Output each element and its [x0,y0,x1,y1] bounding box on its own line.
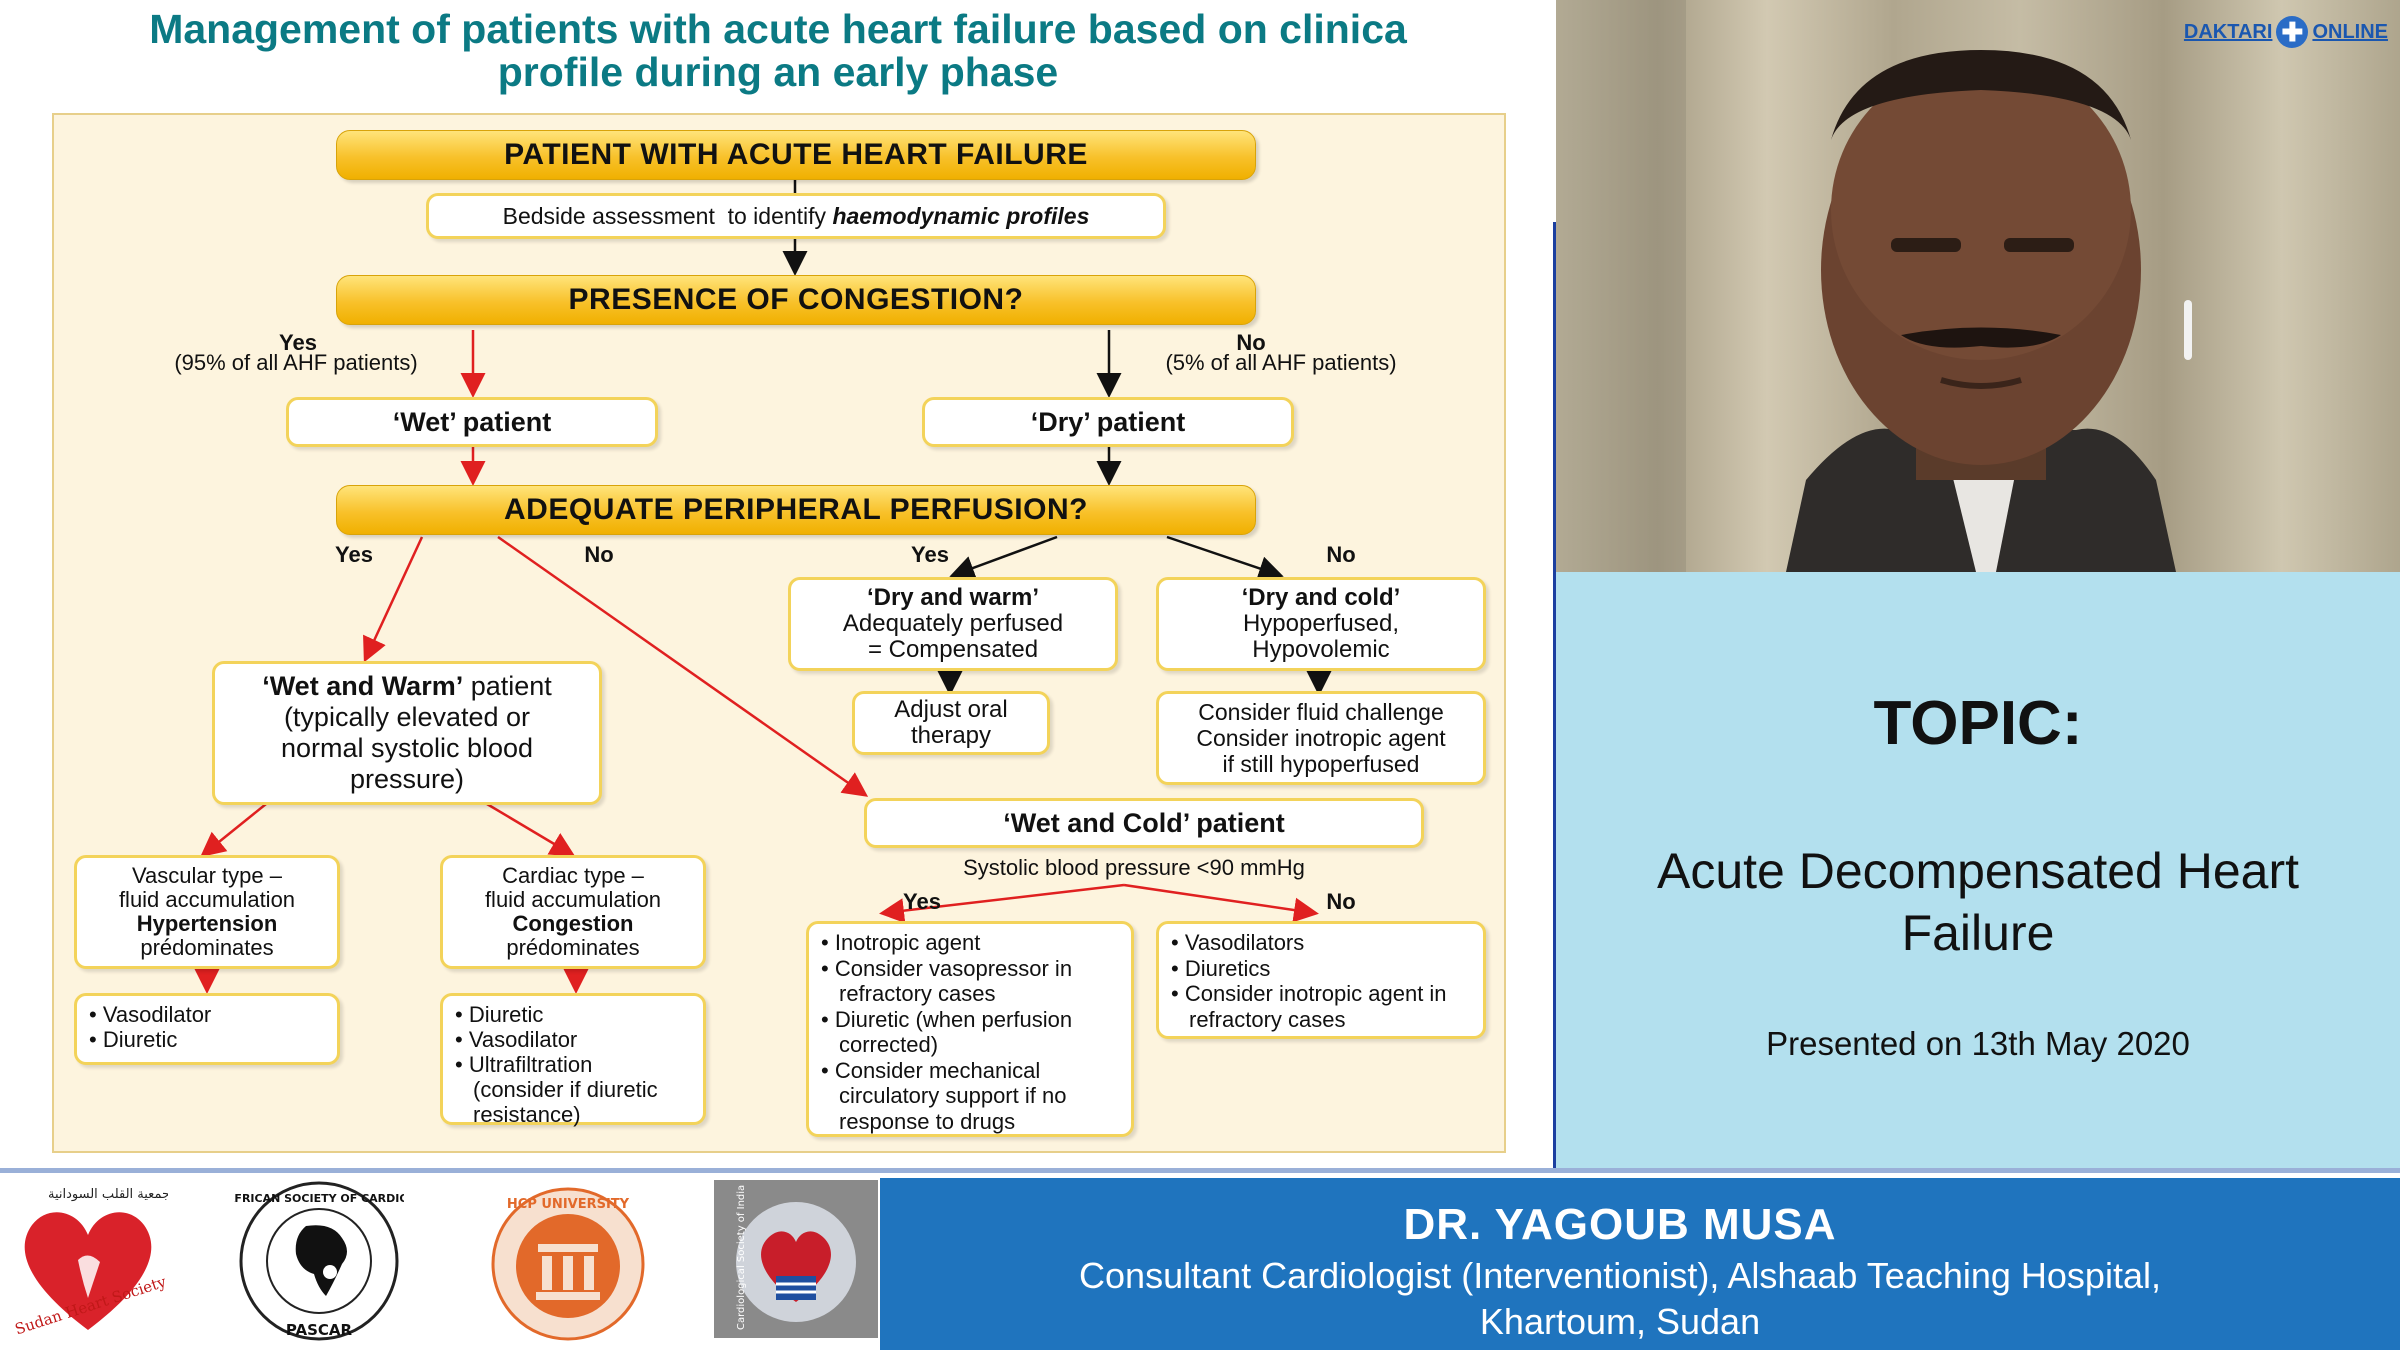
box-consider-fluid: Consider fluid challenge Consider inotro… [1156,691,1486,785]
label-wc-yes: Yes [903,889,941,914]
pascar-ring-text: PAN-AFRICAN SOCIETY OF CARDIOLOGY [234,1192,404,1205]
list-item: Diuretic [455,1002,548,1027]
flowchart: PATIENT WITH ACUTE HEART FAILURE Bedside… [52,113,1506,1153]
label-no-congestion: No [1236,330,1266,355]
arrow-red [200,803,267,858]
presenter-name: DR. YAGOUB MUSA [1403,1200,1837,1249]
label-no-share: (5% of all AHF patients) [1165,350,1397,375]
arrow [949,535,1058,580]
box-wet-cold-no-treatment: Vasodilators Diuretics Consider inotropi… [1156,921,1486,1039]
arrow-red [486,802,576,857]
presenter-video-frame [1556,0,2400,572]
presented-date: Presented on 13th May 2020 [1766,1025,2190,1062]
arrow-red [497,535,869,797]
presenter-video[interactable]: DAKTARI ✚ ONLINE [1556,0,2400,572]
label-yes-share: (95% of all AHF patients) [174,350,418,375]
list-item: Diuretic [89,1027,182,1052]
pascar-logo: PAN-AFRICAN SOCIETY OF CARDIOLOGY PASCAR [197,1178,442,1344]
box-cardiac-treatment: Diuretic Vasodilator Ultrafiltration (co… [440,993,706,1127]
arrow [1166,535,1284,581]
box-cardiac-type: Cardiac type – fluid accumulation Conges… [440,855,706,969]
list-item-continued: resistance) [473,1102,581,1127]
slide-panel: Management of patients with acute heart … [0,0,1556,1168]
label-dry-yes: Yes [911,542,949,567]
sudan-heart-society-logo: Sudan Heart Society جمعية القلب السوداني… [8,1180,170,1340]
list-item: Vasodilators [1171,930,1308,956]
list-item: Diuretics [1171,956,1275,982]
cardiological-society-india-logo: Cardiological Society of India [714,1180,878,1338]
box-dry-and-cold: ‘Dry and cold’ Hypoperfused, Hypovolemic [1156,577,1486,671]
topic-panel [1556,572,2400,1168]
box-adjust-oral-therapy: Adjust oral therapy [852,691,1050,755]
daktari-online-watermark: DAKTARI ✚ ONLINE [2183,16,2388,48]
box-vascular-type: Vascular type – fluid accumulation Hyper… [74,855,340,969]
label-wc-no: No [1326,889,1356,914]
list-item: Consider inotropic agent in refractory c… [1171,981,1475,1032]
slide-title-line1: Management of patients with acute heart … [149,6,1407,52]
box-adequate-perfusion: ADEQUATE PERIPHERAL PERFUSION? [336,485,1256,535]
csi-text: Cardiological Society of India [736,1185,747,1330]
list-item: Inotropic agent [821,930,981,956]
slide-title-line2: profile during an early phase [497,49,1059,95]
box-wet-and-warm: ‘Wet and Warm’ patient (typically elevat… [212,661,602,805]
presenter-role: Consultant Cardiologist (Interventionist… [1079,1255,2161,1342]
box-wet-and-cold: ‘Wet and Cold’ patient [864,798,1424,848]
arrow-red [1123,883,1319,923]
slide-title: Management of patients with acute heart … [0,8,1556,94]
box-dry-patient: ‘Dry’ patient [922,397,1294,447]
box-acute-heart-failure: PATIENT WITH ACUTE HEART FAILURE [336,130,1256,180]
box-presence-of-congestion: PRESENCE OF CONGESTION? [336,275,1256,325]
topic-title: Acute Decompensated Heart Failure [1656,843,2300,961]
box-dry-and-warm: ‘Dry and warm’ Adequately perfused = Com… [788,577,1118,671]
hcp-university-text: HCP UNIVERSITY [507,1197,630,1212]
flowchart-arrows [194,177,1332,994]
label-systolic-bp: Systolic blood pressure <90 mmHg [963,855,1305,880]
hcp-university-logo: HCP UNIVERSITY [490,1186,646,1342]
label-wet-yes: Yes [335,542,373,567]
box-bedside-assessment: Bedside assessment to identify haemodyna… [426,193,1166,239]
label-yes-congestion: Yes [279,330,317,355]
list-item: Vasodilator [89,1002,215,1027]
box-vascular-treatment: Vasodilator Diuretic [74,993,340,1065]
list-item: Consider mechanical circulatory support … [821,1058,1123,1135]
pascar-short-text: PASCAR [286,1321,353,1339]
svg-text:جمعية القلب السودانية: جمعية القلب السودانية [48,1187,168,1202]
presenter-banner [880,1178,2400,1350]
topic-label: TOPIC: [1873,689,2083,758]
box-wet-patient: ‘Wet’ patient [286,397,658,447]
list-item: Vasodilator [455,1027,581,1052]
list-item-continued: (consider if diuretic [473,1077,658,1102]
arrow-red [879,883,1125,924]
label-wet-no: No [584,542,614,567]
list-item: Diuretic (when perfusion corrected) [821,1007,1123,1058]
arrow-red [363,536,424,663]
medical-cross-icon: ✚ [2276,16,2309,48]
list-item: Consider vasopressor in refractory cases [821,956,1123,1007]
box-wet-cold-yes-treatment: Inotropic agent Consider vasopressor in … [806,921,1134,1137]
list-item: Ultrafiltration [455,1052,596,1077]
label-dry-no: No [1326,542,1356,567]
